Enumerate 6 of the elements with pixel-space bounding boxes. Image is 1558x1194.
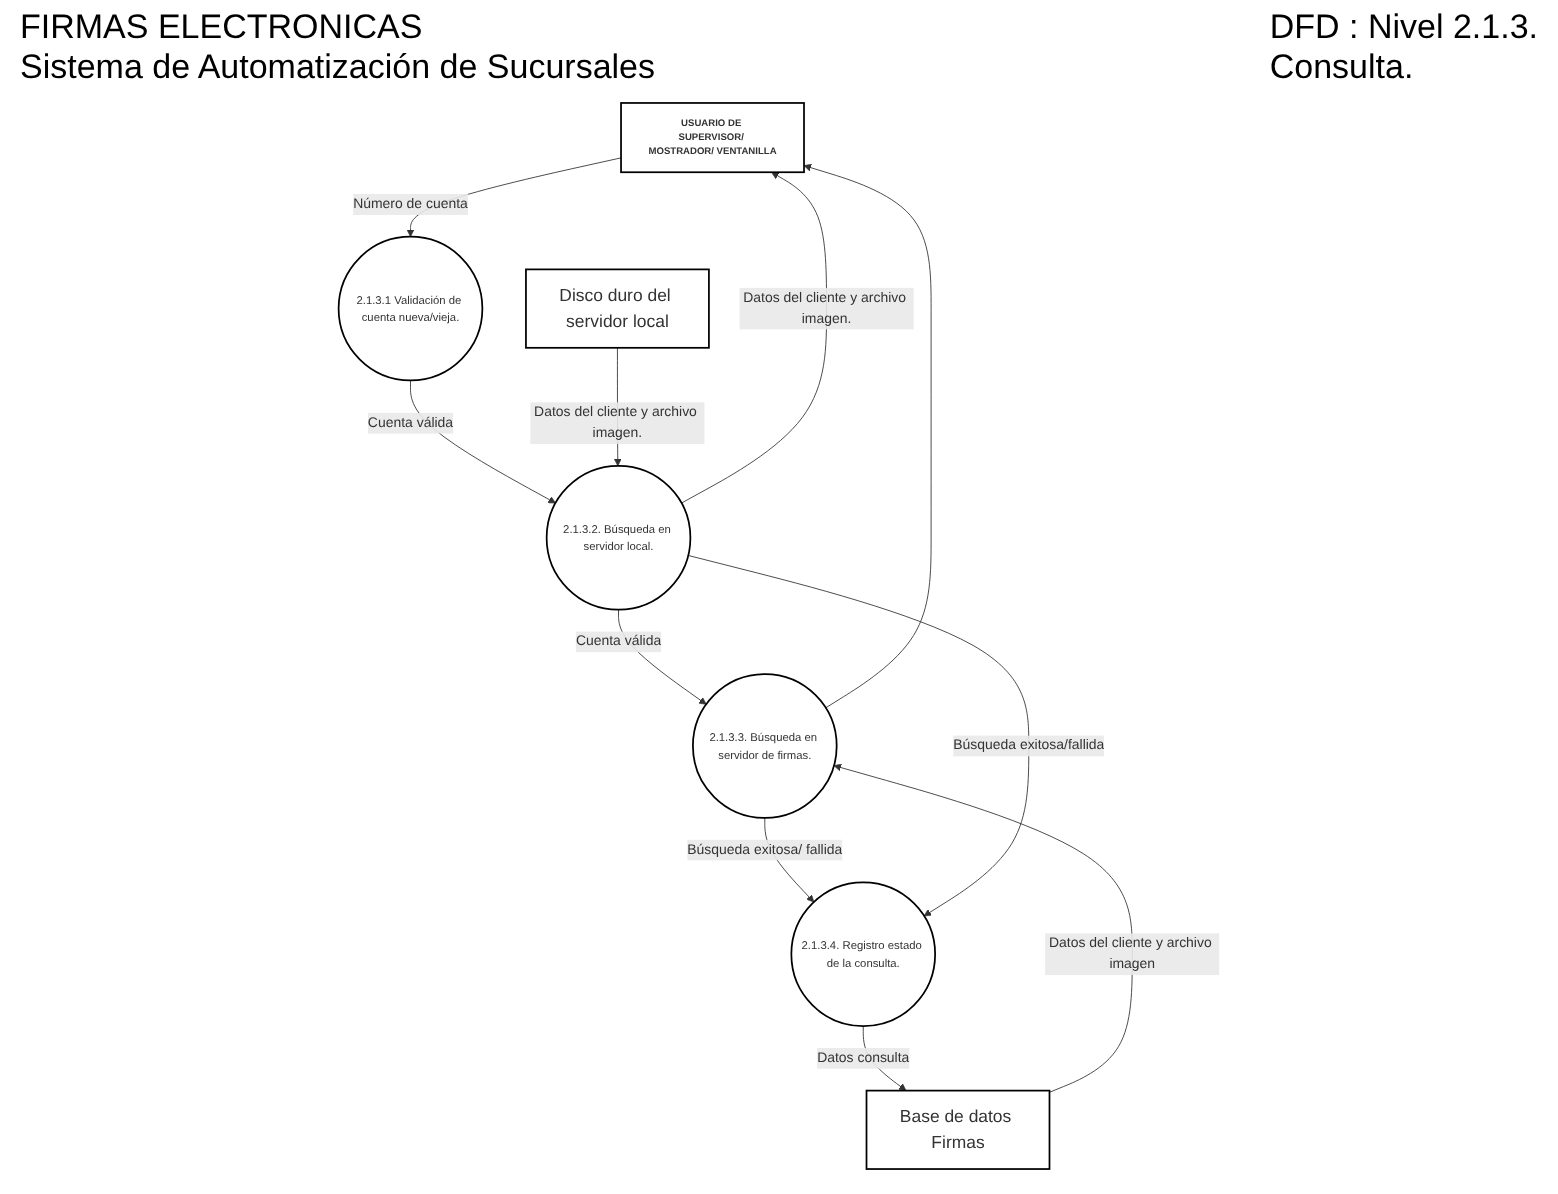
node-box: Disco duro del servidor local <box>525 268 710 349</box>
subtitle: Sistema de Automatización de Sucursales <box>20 48 656 88</box>
level-label: DFD : Nivel 2.1.3. <box>1269 8 1538 48</box>
diagram-title: FIRMAS ELECTRONICAS <box>20 8 425 48</box>
node-box: Base de datos Firmas <box>865 1089 1051 1170</box>
level-label: Consulta. <box>1269 48 1416 88</box>
